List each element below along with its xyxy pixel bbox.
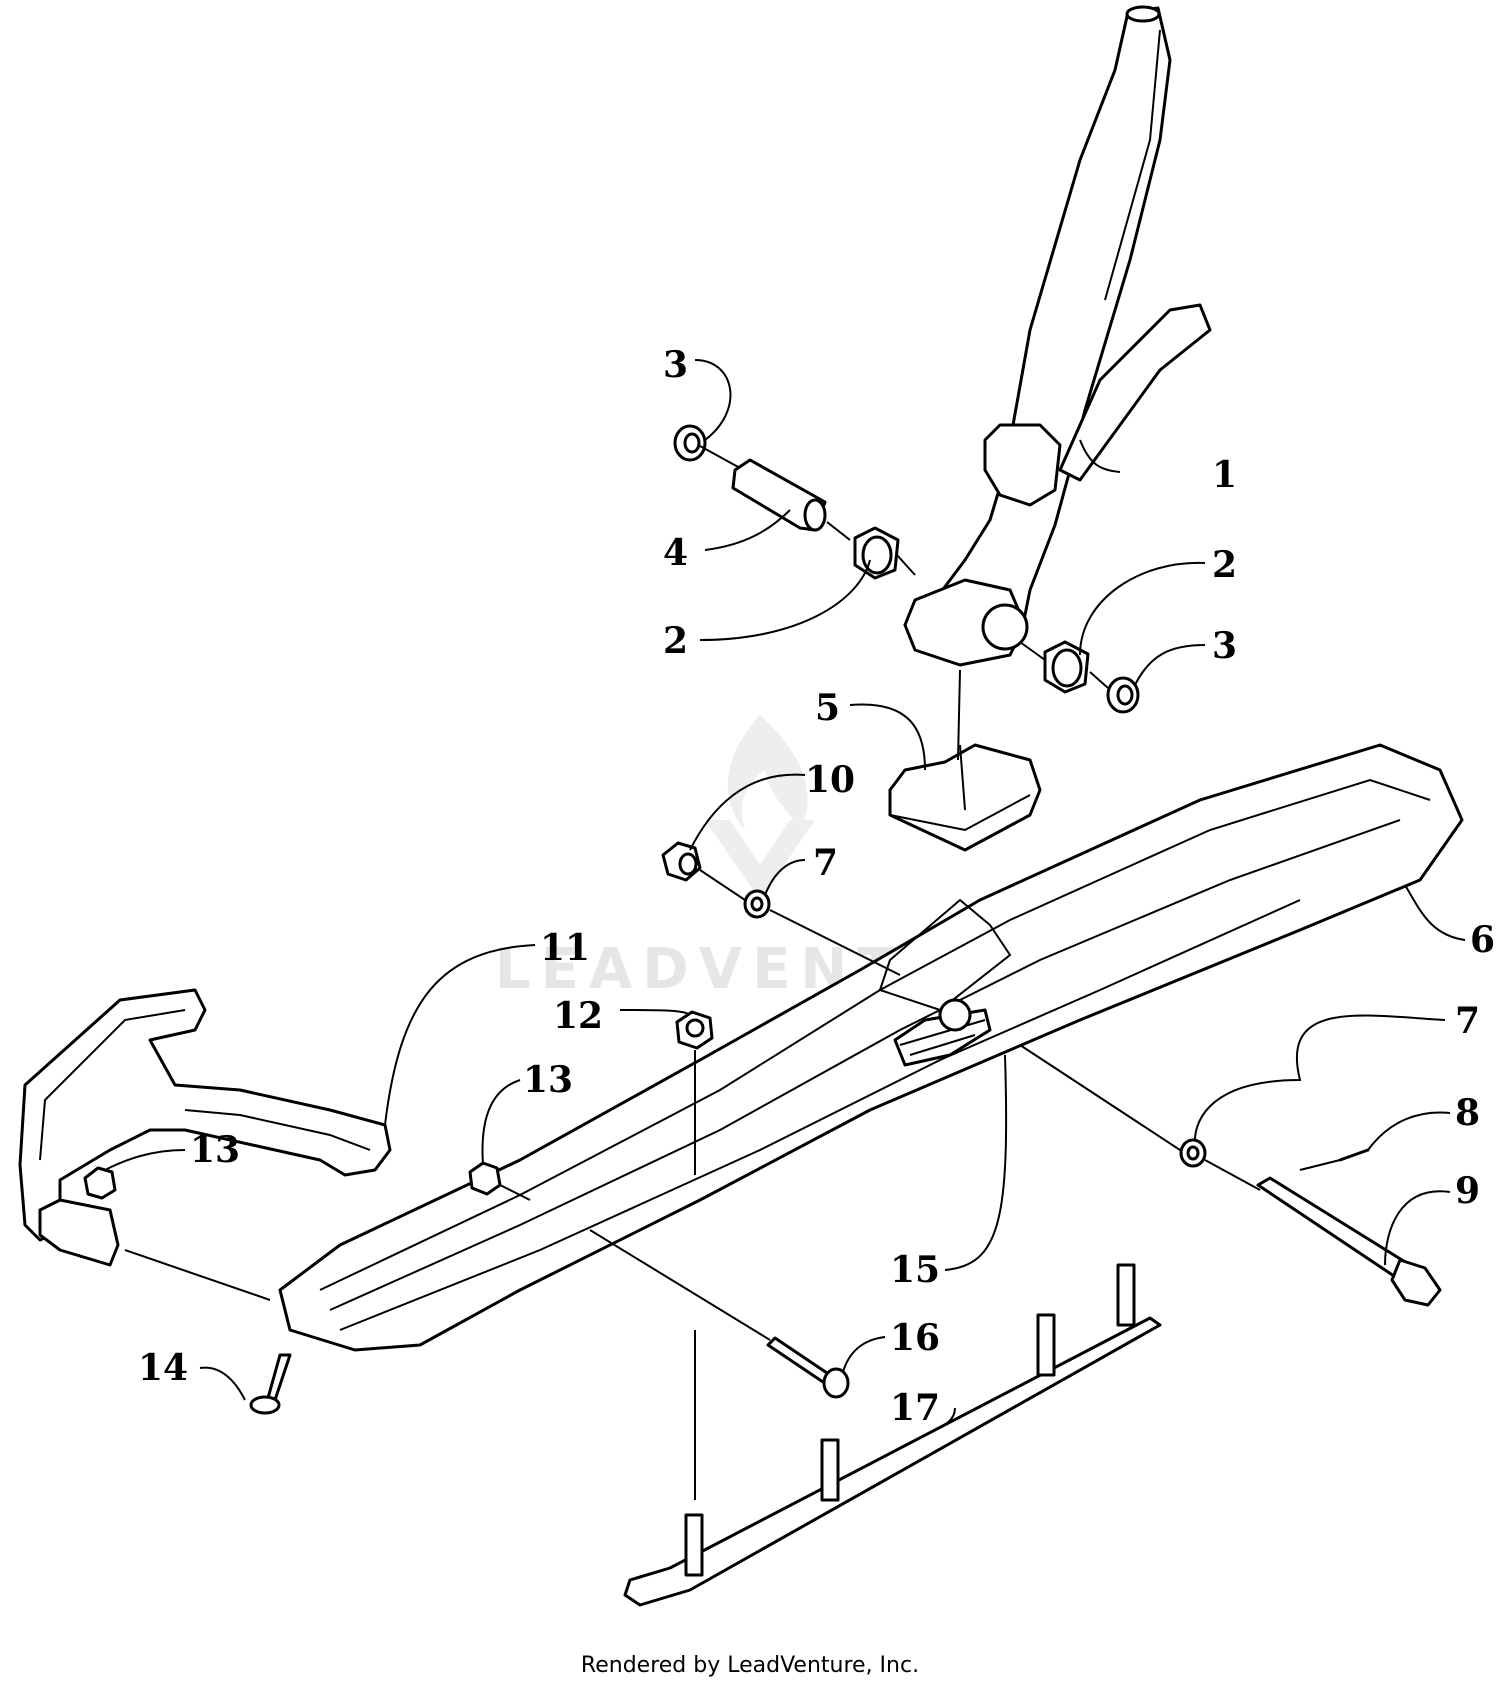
callout-7-right: 7 [1455, 1000, 1480, 1042]
part-nut-13-a[interactable] [468, 1161, 502, 1196]
part-ski-loop[interactable] [18, 988, 392, 1267]
callout-6: 6 [1470, 919, 1495, 961]
callout-17: 17 [890, 1387, 940, 1429]
callout-4: 4 [663, 532, 688, 574]
part-washer-lower[interactable] [1106, 676, 1140, 714]
part-nut-upper[interactable] [661, 841, 702, 882]
callout-3-right: 3 [1212, 625, 1237, 667]
callout-9: 9 [1455, 1170, 1480, 1212]
part-carbide-runner[interactable] [623, 1263, 1162, 1607]
part-ski[interactable] [278, 743, 1464, 1352]
callout-1: 1 [1212, 454, 1237, 496]
flame-logo-icon [727, 715, 808, 830]
part-bushing-upper[interactable] [853, 526, 900, 580]
footer-credit: Rendered by LeadVenture, Inc. [581, 1653, 919, 1678]
callout-2-right: 2 [1212, 544, 1237, 586]
part-sleeve[interactable] [731, 458, 827, 532]
callout-10: 10 [805, 759, 855, 801]
part-washer-upper[interactable] [673, 424, 707, 462]
part-bolt[interactable] [1256, 1176, 1442, 1307]
part-washer-ski-right[interactable] [1179, 1138, 1207, 1168]
v-logo-icon [705, 820, 815, 900]
callout-8: 8 [1455, 1092, 1480, 1134]
part-spindle[interactable] [903, 5, 1212, 667]
part-washer-ski-left[interactable] [743, 889, 771, 919]
callout-14: 14 [138, 1347, 188, 1389]
callout-16: 16 [890, 1317, 940, 1359]
part-cotter-pin[interactable] [1338, 1148, 1370, 1162]
part-damper-block[interactable] [888, 743, 1042, 852]
callout-15: 15 [890, 1249, 940, 1291]
callout-13-mid: 13 [523, 1059, 573, 1101]
callout-2-left: 2 [663, 620, 688, 662]
callout-12: 12 [553, 995, 603, 1037]
callout-5: 5 [815, 687, 840, 729]
part-screw-14[interactable] [249, 1353, 292, 1415]
leader-lines [104, 359, 1466, 1500]
part-bushing-lower[interactable] [1043, 640, 1090, 694]
callout-11: 11 [540, 927, 590, 969]
callout-13-left: 13 [190, 1129, 240, 1171]
callout-3-top: 3 [663, 344, 688, 386]
part-wear-pad[interactable] [893, 998, 992, 1067]
part-screw-16[interactable] [766, 1336, 850, 1399]
callout-7-top: 7 [813, 842, 838, 884]
part-nut-12[interactable] [675, 1010, 714, 1050]
part-nut-13-b[interactable] [83, 1166, 117, 1200]
callout-labels: 1 2 2 3 3 4 5 6 7 7 8 9 10 11 12 13 13 1… [138, 344, 1495, 1429]
